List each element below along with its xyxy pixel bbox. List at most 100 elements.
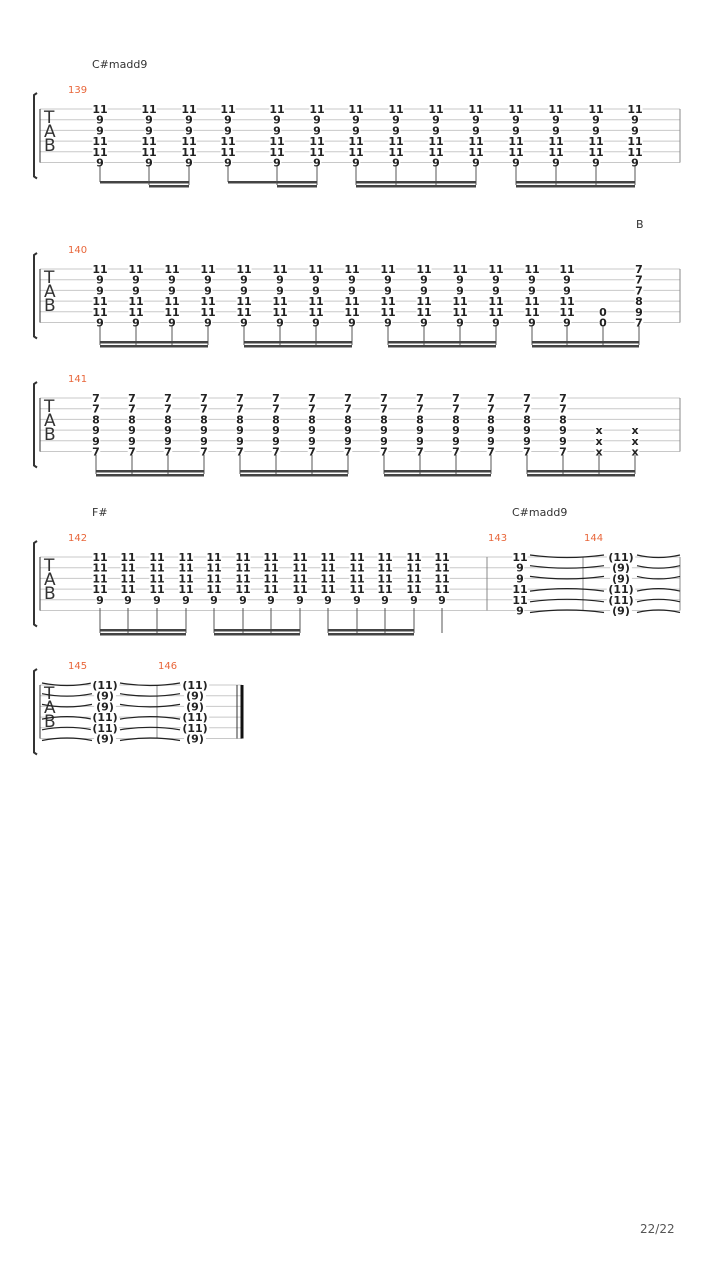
fret-background [486,403,496,414]
fret-number: 11 [559,263,574,276]
fret-background [203,317,213,328]
chord-column: (11)(9)(9)(11)(11)(9) [606,551,636,618]
fret-number: 9 [592,124,600,137]
fret-number: 11 [235,551,250,564]
fret-number: 11 [348,146,363,159]
fret-number: 11 [92,583,107,596]
fret-background [562,285,572,296]
fret-number: 9 [492,274,500,287]
fret-background [271,425,281,436]
fret-background [491,317,501,328]
tie-arc [119,682,181,687]
fret-background [123,594,133,605]
fret-number: 9 [420,317,428,330]
fret-background [343,435,353,446]
fret-background [343,425,353,436]
fret-number: (11) [182,722,207,735]
fret-background [343,414,353,425]
fret-number: 9 [381,594,389,607]
fret-number: 11 [308,306,323,319]
fret-background [630,435,640,446]
fret-background [92,146,108,157]
fret-background [415,403,425,414]
fret-background [149,573,165,584]
fret-background [144,157,154,168]
fret-number: 8 [344,413,352,426]
fret-number: 7 [128,446,136,459]
fret-number: 11 [320,562,335,575]
note-beam [244,341,352,344]
fret-number: 7 [236,392,244,405]
fret-number: 11 [388,135,403,148]
fret-background [271,446,281,457]
fret-background [558,435,568,446]
fret-number: 11 [434,583,449,596]
fret-number: 11 [380,263,395,276]
tie-arc [529,588,605,592]
tab-clef-letter: T [43,108,55,128]
fret-number: 9 [273,124,281,137]
fret-background [488,306,504,317]
fret-number: 11 [488,263,503,276]
fret-number: (11) [608,583,633,596]
fret-background [406,573,422,584]
fret-background [416,306,432,317]
fret-background [522,393,532,403]
fret-number: 11 [292,551,307,564]
tab-clef-letter: T [43,684,55,704]
fret-background [236,296,252,307]
fret-number: (11) [92,679,117,692]
measure-number: 142 [68,533,87,544]
fret-number: 9 [487,435,495,448]
fret-background [558,425,568,436]
fret-background [141,104,157,114]
fret-background [451,393,461,403]
fret-number: 9 [552,124,560,137]
fret-number: 11 [272,263,287,276]
tab-clef-letter: B [44,584,56,604]
fret-background [486,425,496,436]
fret-background [377,584,393,595]
fret-background [455,317,465,328]
fret-number: 11 [406,583,421,596]
fret-number: 11 [349,572,364,585]
fret-number: 11 [428,103,443,116]
fret-number: 9 [523,424,531,437]
fret-background [235,584,251,595]
fret-number: 9 [487,424,495,437]
fret-background [266,594,276,605]
note-beam [532,341,639,344]
fret-background [91,435,101,446]
fret-number: 11 [309,103,324,116]
fret-background [263,552,279,562]
fret-background [199,446,209,457]
fret-background [131,274,141,285]
tab-clef-letter: A [44,570,56,590]
fret-background [428,146,444,157]
tab-clef-letter: A [44,698,56,718]
fret-background [127,403,137,414]
fret-number: 9 [276,274,284,287]
fret-number: 11 [377,572,392,585]
fret-background [275,317,285,328]
fret-background [634,285,644,296]
fret-number: 11 [377,551,392,564]
fret-number: 11 [349,551,364,564]
fret-background [409,594,419,605]
fret-background [415,446,425,457]
tab-system: TAB1417789977789977789977789977789977789… [33,374,681,477]
fret-background [320,584,336,595]
fret-number: 9 [96,594,104,607]
fret-background [343,403,353,414]
fret-number: 11 [309,146,324,159]
note-beam [228,181,277,184]
fret-number: 11 [128,306,143,319]
